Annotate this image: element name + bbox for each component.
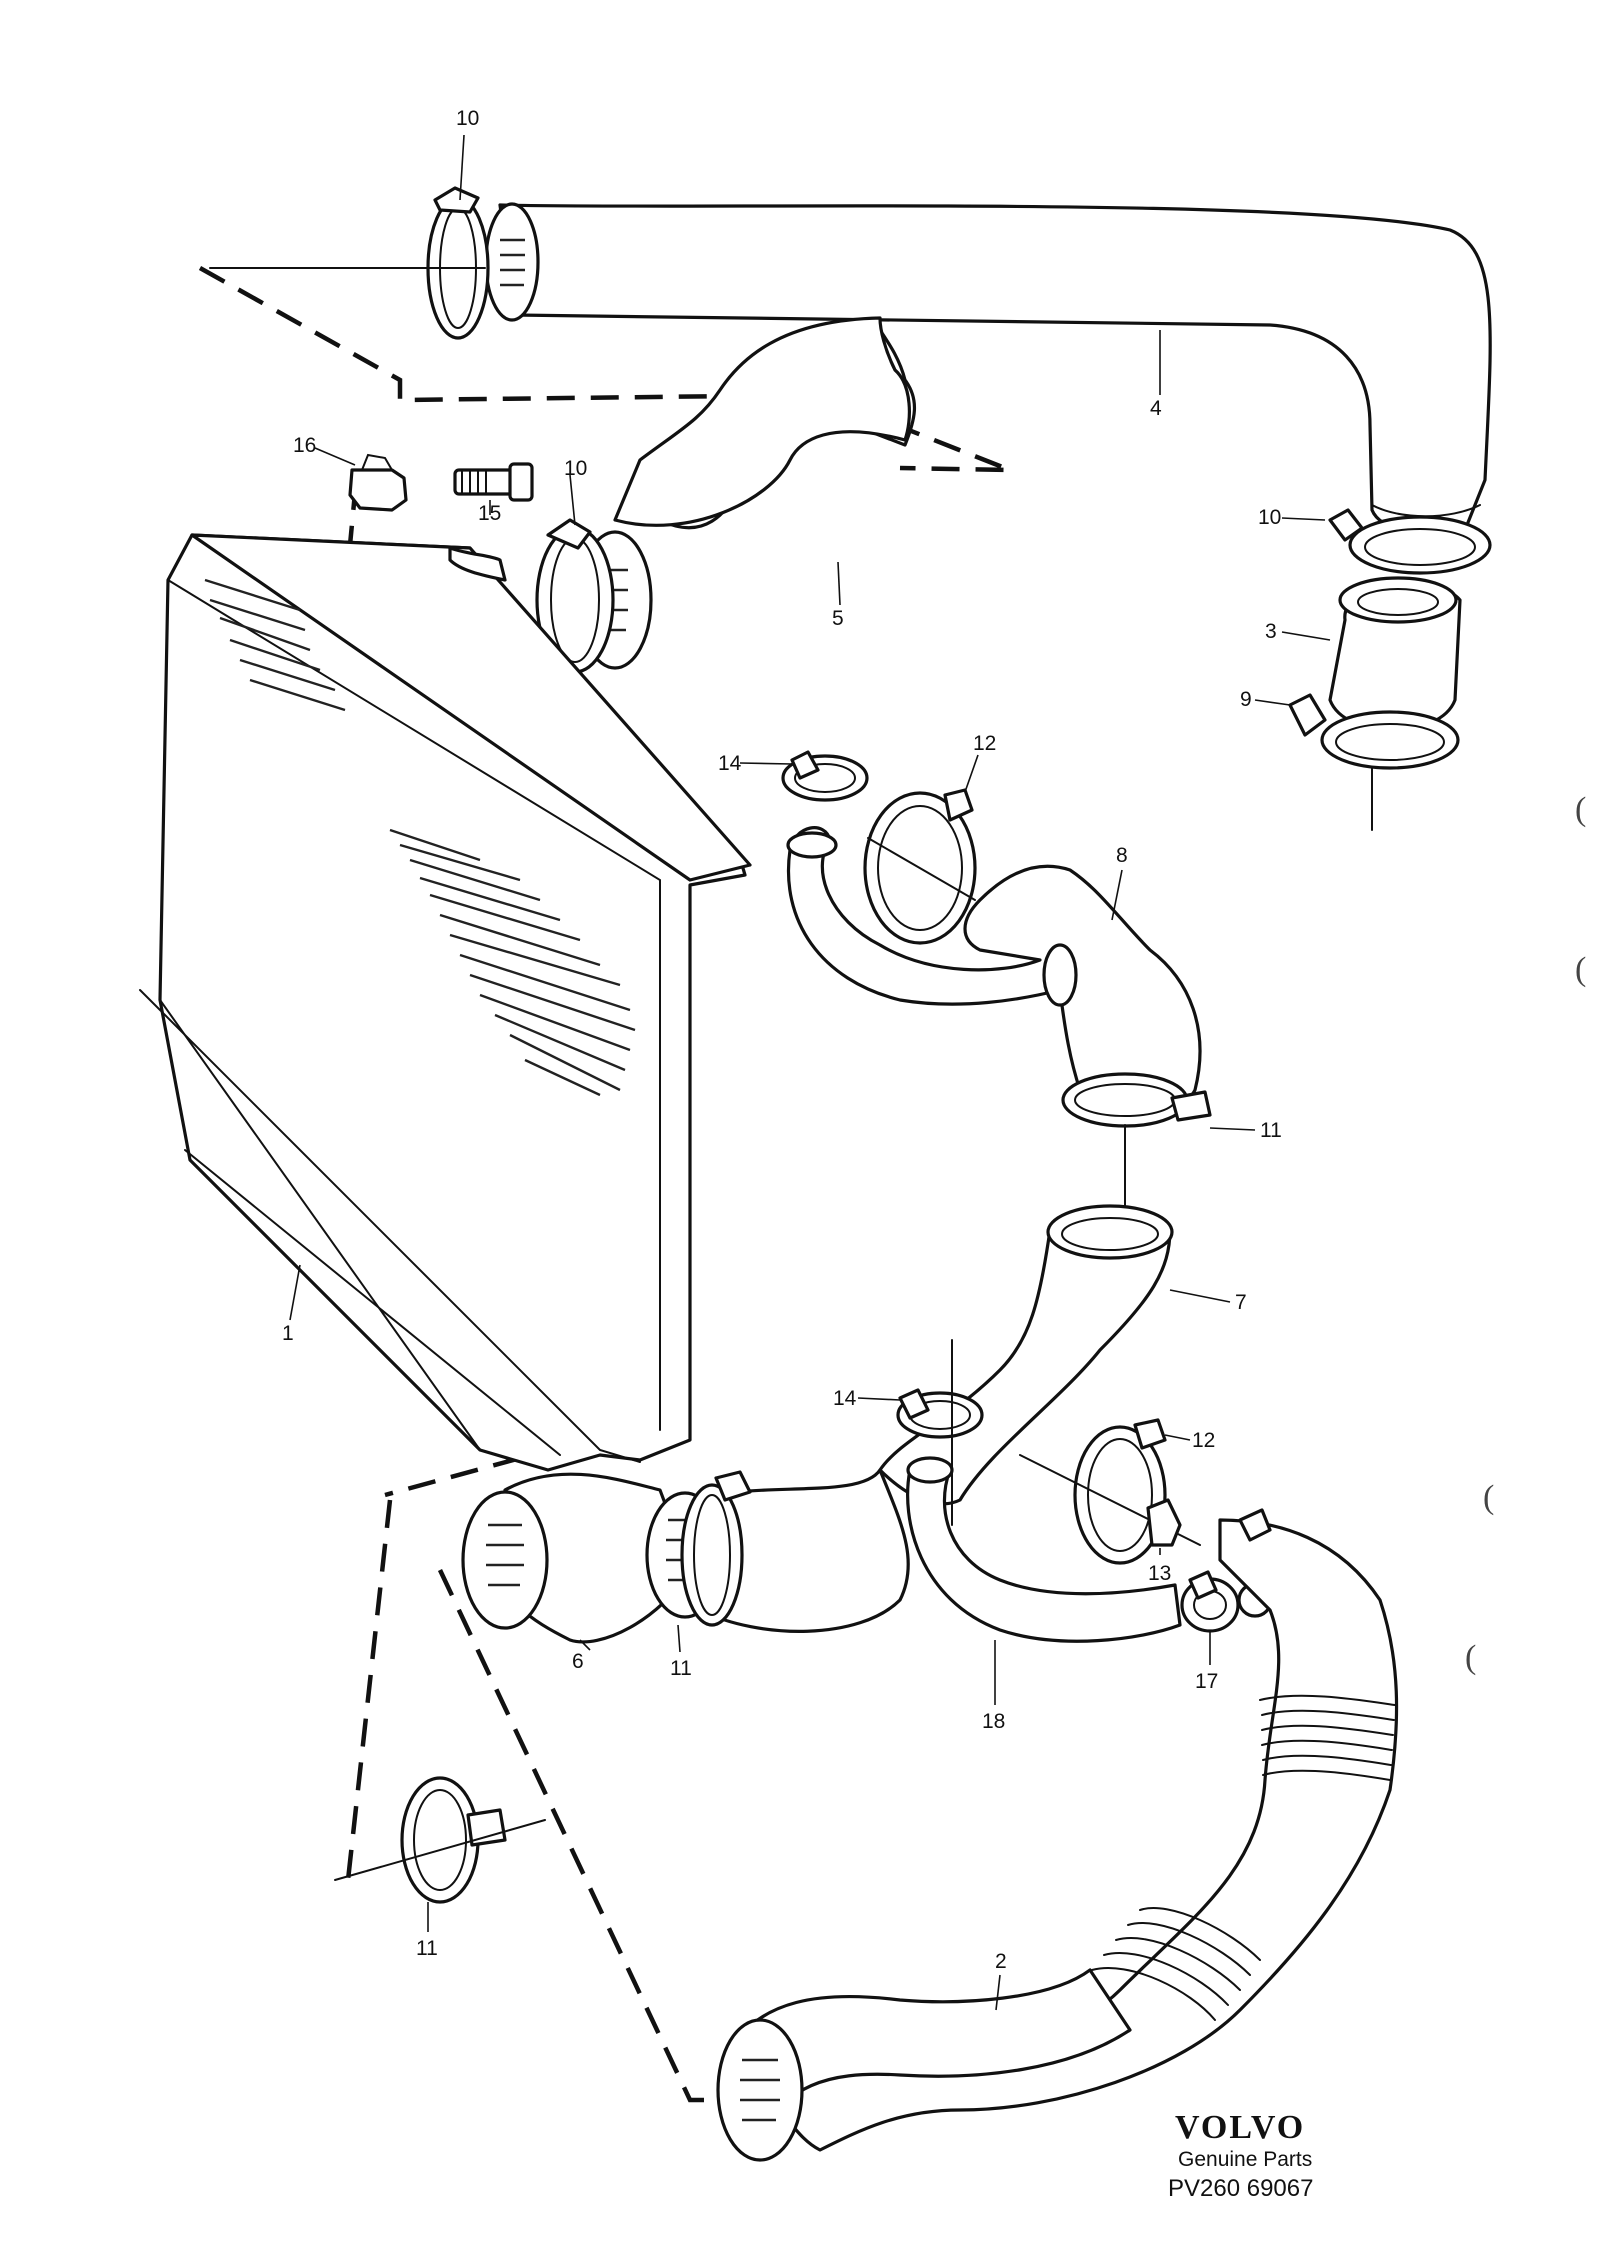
- callout-10: 10: [564, 457, 587, 480]
- callout-13: 13: [1148, 1562, 1171, 1585]
- hose-18: [906, 1456, 1182, 1643]
- intake-pipe-upper: [484, 202, 1492, 536]
- intercooler-1: [139, 533, 752, 1472]
- margin-mark: (: [1575, 791, 1586, 828]
- callout-1: 1: [282, 1322, 294, 1345]
- hose-clamp-12-bottom: [1019, 1418, 1201, 1565]
- callout-17: 17: [1195, 1670, 1218, 1693]
- callout-12: 12: [1192, 1429, 1215, 1452]
- elbow-hose-8: [786, 826, 1202, 1111]
- hose-clamp-11-top: [1061, 1072, 1212, 1221]
- callout-16: 16: [293, 434, 316, 457]
- bracket-13: [1146, 1498, 1182, 1547]
- hose-6: [461, 1472, 692, 1644]
- coupling-sleeve-3: [1328, 576, 1462, 732]
- corrugated-pipe-2: [716, 1508, 1399, 2162]
- callout-3: 3: [1265, 620, 1277, 643]
- callout-9: 9: [1240, 688, 1252, 711]
- callout-5: 5: [832, 607, 844, 630]
- hose-clamp-14-top: [781, 750, 869, 802]
- hose-clamp-14-bottom: [896, 1339, 984, 1526]
- callout-7: 7: [1235, 1291, 1247, 1314]
- callout-14: 14: [833, 1387, 857, 1410]
- callout-15: 15: [478, 502, 501, 525]
- assembly-dashed-line-upper: [198, 266, 1011, 473]
- callout-18: 18: [982, 1710, 1005, 1733]
- hose-clamp-12-top: [863, 788, 977, 945]
- part-diagram-code: PV260 69067: [1168, 2175, 1313, 2202]
- hose-clamp-9: [1288, 693, 1460, 831]
- hose-clamp-10-top: [209, 186, 490, 340]
- callout-8: 8: [1116, 844, 1128, 867]
- callout-4: 4: [1150, 397, 1162, 420]
- callout-2: 2: [995, 1950, 1007, 1973]
- margin-mark: (: [1465, 1639, 1476, 1676]
- margin-marks: ( ( ( (: [1465, 791, 1586, 1676]
- assembly-dashed-line-lower-diagonal: [437, 1569, 730, 2103]
- callout-6: 6: [572, 1650, 584, 1673]
- callout-14: 14: [718, 752, 742, 775]
- callout-11: 11: [1260, 1119, 1282, 1142]
- hose-5: [577, 316, 917, 670]
- hose-clamp-11-lower: [334, 1776, 546, 1904]
- callout-10: 10: [456, 107, 479, 130]
- callout-11: 11: [416, 1937, 438, 1960]
- hose-clamp-10-right: [1328, 508, 1492, 575]
- volvo-branding: VOLVO Genuine Parts PV260 69067: [1168, 2109, 1313, 2202]
- brand-subtitle: Genuine Parts: [1178, 2148, 1312, 2171]
- leader-lines: [289, 134, 1331, 2011]
- margin-mark: (: [1483, 1479, 1494, 1516]
- callout-10: 10: [1258, 506, 1281, 529]
- hose-clamp-17: [1180, 1570, 1273, 1633]
- margin-mark: (: [1575, 951, 1586, 988]
- bracket-16: [348, 453, 408, 512]
- callout-labels: 10 4 16 10 15 5 10 3 9 14 12 8 11 1 7 14…: [282, 107, 1282, 1973]
- callout-11: 11: [670, 1657, 692, 1680]
- brand-logo-text: VOLVO: [1175, 2109, 1305, 2146]
- assembly-dashed-line-lower-left: [335, 1499, 393, 1883]
- callout-12: 12: [973, 732, 996, 755]
- hose-clamp-11-middle: [680, 1470, 752, 1627]
- bolt-15: [453, 462, 534, 502]
